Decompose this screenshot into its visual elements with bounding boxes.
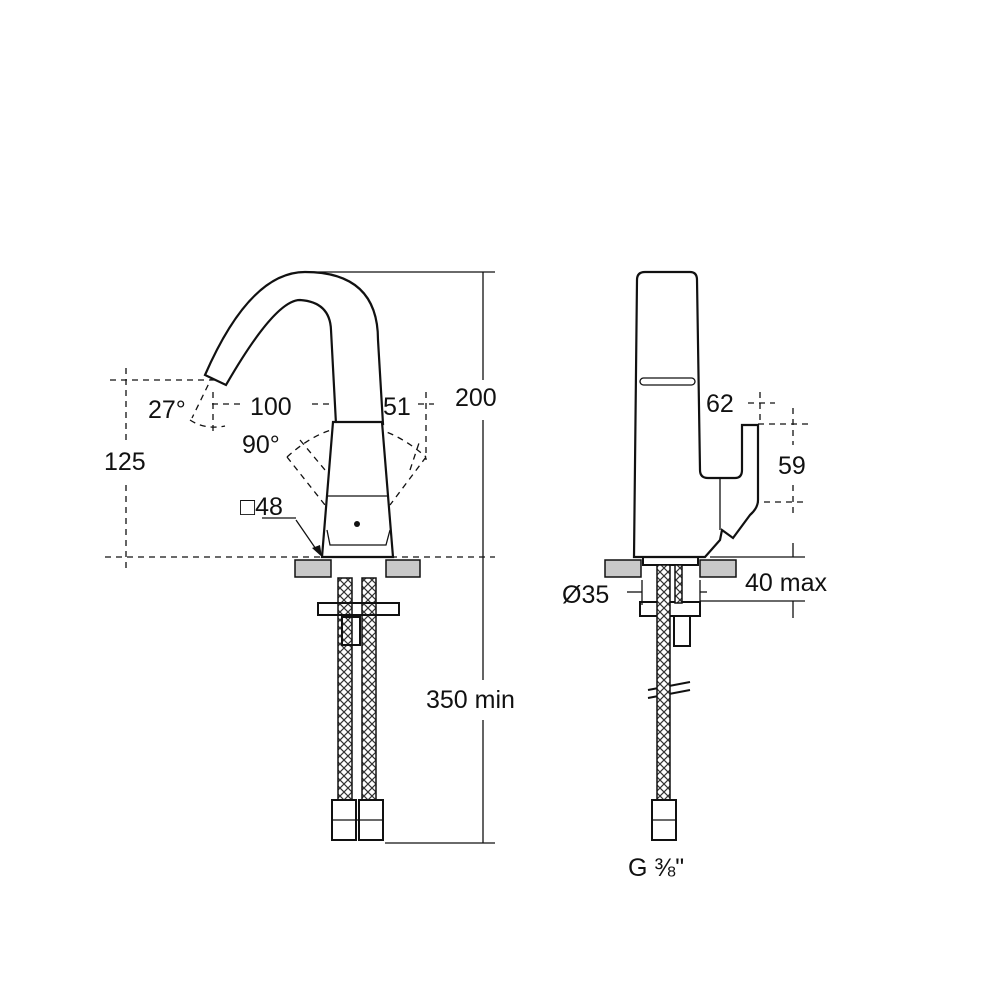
faucet-body	[320, 420, 395, 559]
side-deck-slab-left	[604, 559, 642, 578]
dim-handle-rotation-label: 90°	[242, 431, 280, 459]
side-deck-slab-right	[699, 559, 737, 578]
side-supply-hose	[656, 564, 671, 801]
spout	[203, 270, 385, 426]
mounting-plate	[317, 602, 400, 616]
dim-hole-diameter-label: Ø35	[562, 581, 609, 609]
dim-base-square-label: □48	[240, 493, 283, 521]
deck-slab-right	[385, 559, 421, 578]
connection-thread-label: G ⅜"	[628, 854, 684, 882]
dim-spout-height-label: 125	[104, 448, 146, 476]
deck-slab-left	[294, 559, 332, 578]
dim-handle-height-label: 59	[778, 452, 806, 480]
aerator-slot	[639, 377, 696, 386]
dim-hose-length-label: 350 min	[426, 686, 515, 714]
dim-handle-offset-label: 51	[383, 393, 411, 421]
front-dimension-lines	[105, 271, 495, 844]
side-view: 62 59 Ø35 40 max G ⅜"	[562, 270, 827, 882]
dim-handle-reach-label: 62	[706, 390, 734, 418]
dim-spout-reach-label: 100	[250, 393, 292, 421]
dim-height-label: 200	[455, 384, 497, 412]
front-view: 200 125 100 51 27° 90° □48 350 min	[104, 270, 515, 844]
side-faucet-body	[632, 270, 760, 559]
supply-hose-right	[361, 577, 377, 801]
supply-hose-left	[337, 577, 353, 801]
dim-deck-thickness-label: 40 max	[745, 569, 827, 597]
dim-spout-angle-label: 27°	[148, 396, 186, 424]
